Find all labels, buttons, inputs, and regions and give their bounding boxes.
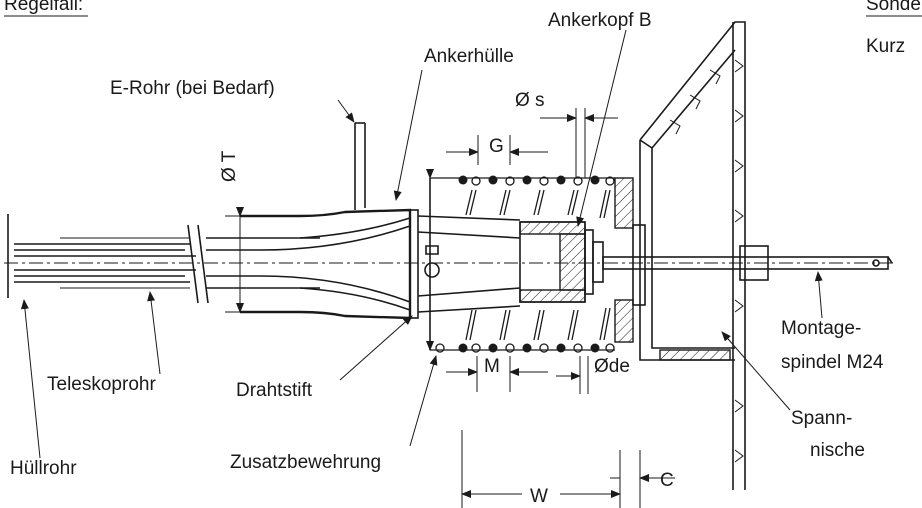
label-ds: Ø s [515, 90, 545, 111]
label-spann-2: nische [810, 440, 865, 461]
label-zusatzbewehrung: Zusatzbewehrung [230, 452, 381, 473]
dim-c [610, 450, 675, 508]
mounting-spindle [602, 245, 893, 281]
label-montage-2: spindel M24 [781, 352, 884, 373]
label-dde: Øde [594, 356, 630, 377]
leader-erohr [337, 99, 355, 123]
label-g: G [489, 136, 504, 157]
leader-montage [814, 271, 823, 319]
leader-spann [721, 331, 791, 411]
dim-m [446, 356, 548, 392]
leader-ankerkopf [576, 29, 627, 227]
label-erohr: E-Rohr (bei Bedarf) [110, 78, 275, 99]
label-montage-1: Montage- [781, 318, 861, 339]
vent-pipe [354, 122, 366, 210]
leader-zusatz [409, 355, 438, 447]
spiral-reinforcement [429, 175, 615, 353]
tube-bundle [7, 214, 320, 304]
leader-huellrohr [20, 299, 41, 459]
label-c: C [660, 470, 674, 491]
label-spann-1: Spann- [791, 408, 852, 429]
label-ankerhuelle: Ankerhülle [424, 46, 514, 67]
label-drahtstift: Drahtstift [236, 380, 313, 401]
stressing-pocket [639, 21, 746, 490]
anchor-head [519, 221, 604, 303]
label-regelfall: Regelfall: [4, 0, 83, 15]
leader-ankerhuelle [393, 69, 423, 201]
label-dt: Ø T [219, 150, 240, 182]
label-teleskoprohr: Teleskoprohr [47, 374, 156, 395]
anchor-sleeve [240, 208, 521, 320]
dim-dt [225, 207, 255, 313]
label-w: W [530, 486, 548, 507]
dim-ds [540, 108, 618, 178]
label-kurz: Kurz [866, 36, 905, 57]
dim-g [446, 135, 548, 165]
label-m: M [484, 356, 500, 377]
label-sonder: Sonde [866, 0, 921, 15]
label-ankerkopf: Ankerkopf B [548, 10, 652, 31]
anchor-plate [614, 177, 646, 343]
leader-drahtstift [339, 315, 413, 381]
leader-teleskoprohr [147, 291, 161, 375]
dim-dde [556, 356, 589, 394]
label-huellrohr: Hüllrohr [10, 458, 77, 479]
dim-w [461, 430, 621, 508]
